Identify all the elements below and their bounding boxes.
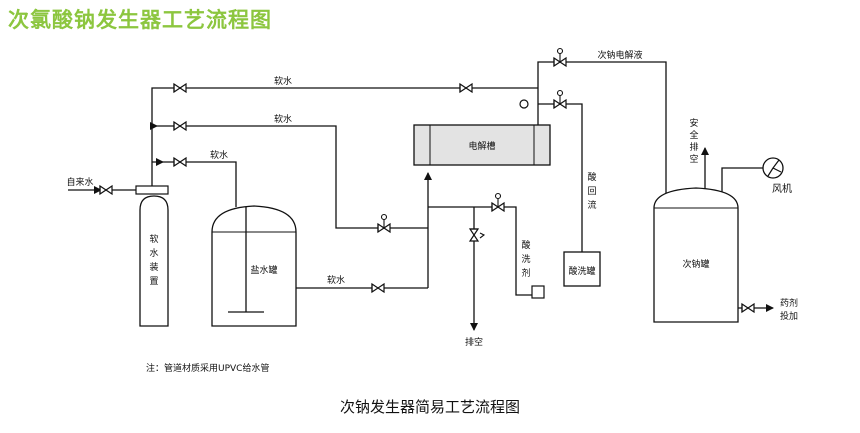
flow-arrow-icon: [150, 122, 158, 130]
softener-label: 置: [149, 276, 158, 287]
acid-return-label: 回: [587, 186, 596, 197]
fan-icon: [762, 157, 784, 179]
softener-label: 水: [149, 247, 158, 259]
electrolyzer: [413, 124, 551, 166]
page-title: 次氯酸钠发生器工艺流程图: [8, 8, 272, 32]
dosing-label: 投加: [780, 310, 798, 322]
acid-pump: [531, 285, 545, 299]
valve-icon: [469, 228, 479, 242]
gauge-icon: [519, 99, 529, 109]
valve-icon: [173, 157, 187, 167]
soft-water-pipe-top: [151, 87, 538, 186]
soft-water-pipe-mid: [152, 125, 428, 229]
brine-tank-label: 盐水罐: [250, 264, 277, 276]
valve-icon: [99, 185, 113, 195]
flow-arrow-icon: [156, 158, 164, 166]
hypo-liquid-pipe: [537, 61, 667, 195]
valve-icon: [459, 83, 473, 93]
fan-label: 风机: [772, 182, 792, 195]
soft-water-label: 软水: [274, 75, 292, 87]
electrolyzer-label: 电解槽: [468, 140, 495, 152]
material-note: 注：管道材质采用UPVC给水管: [146, 364, 270, 374]
soft-water-label: 软水: [210, 149, 228, 161]
safety-vent-label: 全: [689, 129, 698, 141]
soft-water-label: 软水: [274, 113, 292, 125]
flow-arrow-icon: [94, 186, 102, 194]
safety-vent-label: 安: [689, 117, 698, 129]
acid-tank-label: 酸洗罐: [568, 265, 595, 277]
acid-wash-label: 洗: [521, 253, 530, 265]
hypo-tank-label: 次钠罐: [682, 258, 709, 270]
valve-icon: [741, 303, 755, 313]
hypochlorite-tank: [653, 187, 739, 323]
brine-tank: [211, 205, 297, 327]
check-valve-icon: [479, 232, 486, 239]
soft-water-label: 软水: [327, 274, 345, 286]
safety-vent-label: 空: [689, 153, 698, 165]
acid-wash-tank: [563, 251, 601, 287]
valve-icon: [173, 83, 187, 93]
drain-label: 排空: [465, 336, 483, 348]
acid-wash-pipe: [428, 206, 536, 296]
acid-return-pipe: [538, 103, 583, 252]
hypo-liquid-label: 次钠电解液: [597, 49, 642, 61]
softener-label: 软: [149, 233, 158, 245]
dosing-label: 药剂: [780, 297, 798, 309]
acid-return-label: 流: [587, 199, 596, 211]
safety-vent-label: 排: [689, 141, 698, 153]
softener-unit: [135, 185, 169, 327]
softener-label: 装: [149, 261, 158, 273]
valve-icon: [173, 121, 187, 131]
fan-duct: [721, 167, 773, 194]
tap-water-label: 自来水: [66, 176, 93, 188]
acid-wash-label: 剂: [521, 267, 530, 279]
valve-icon: [371, 283, 385, 293]
acid-wash-label: 酸: [521, 240, 530, 251]
diagram-caption: 次钠发生器简易工艺流程图: [339, 398, 520, 416]
acid-return-label: 酸: [587, 172, 596, 183]
